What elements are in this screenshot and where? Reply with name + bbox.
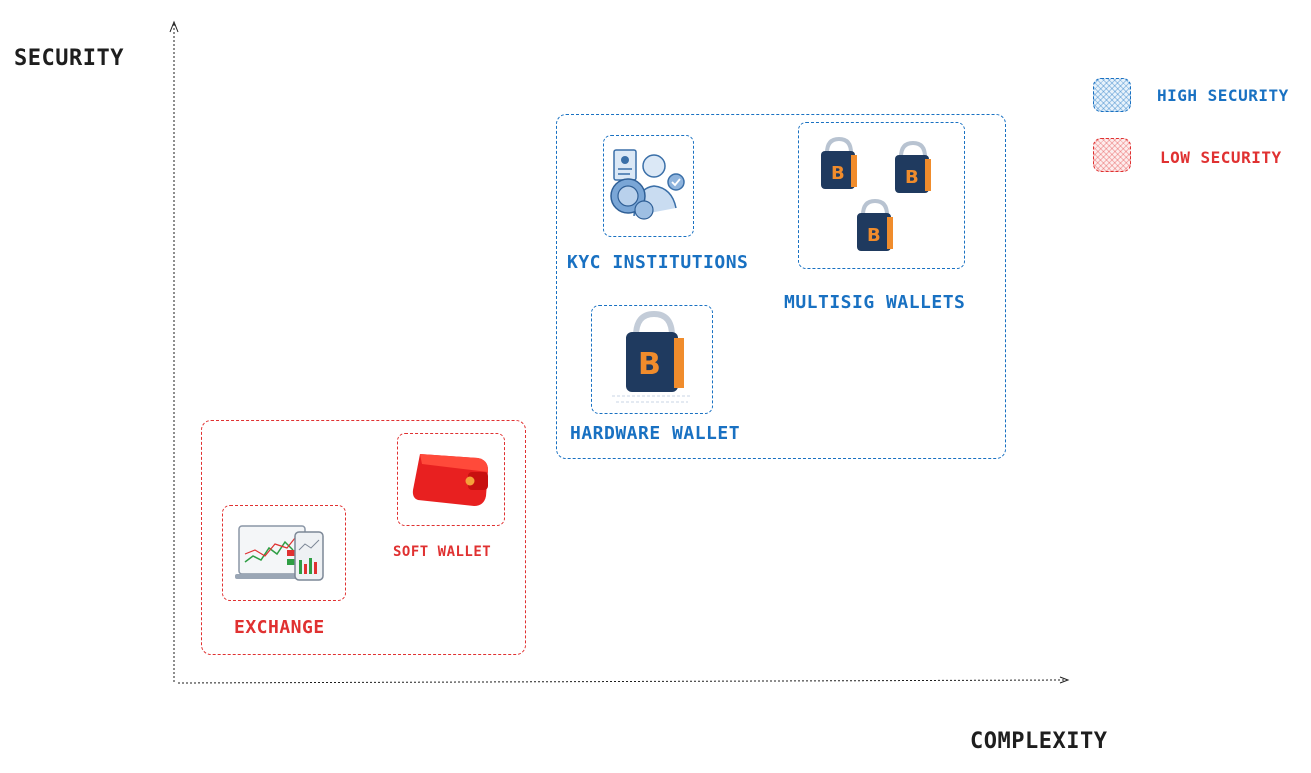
bitcoin-lock-icon: B xyxy=(612,310,692,403)
soft-wallet-label: SOFT WALLET xyxy=(393,544,492,560)
multisig-icon-box: B B B xyxy=(798,122,965,269)
svg-text:B: B xyxy=(867,225,881,246)
low-security-group xyxy=(201,420,526,655)
legend-swatch-high xyxy=(1093,78,1131,112)
x-axis xyxy=(177,679,1067,684)
svg-text:B: B xyxy=(638,347,661,382)
exchange-label: EXCHANGE xyxy=(234,617,325,638)
svg-text:B: B xyxy=(905,167,919,188)
red-wallet-icon xyxy=(412,454,488,506)
y-axis-arrow xyxy=(169,20,179,33)
trading-screens-icon xyxy=(235,525,324,581)
hardware-icon-box: B xyxy=(591,305,713,414)
exchange-icon-box xyxy=(222,505,346,601)
x-axis-label: COMPLEXITY xyxy=(970,729,1108,754)
multisig-wallets-label: MULTISIG WALLETS xyxy=(784,292,966,313)
high-security-group xyxy=(556,114,1006,459)
kyc-institutions-label: KYC INSTITUTIONS xyxy=(567,252,749,273)
y-axis-label: SECURITY xyxy=(14,46,124,71)
soft-wallet-icon-box xyxy=(397,433,505,526)
kyc-icon-box xyxy=(603,135,694,237)
multi-bitcoin-lock-icon: B B B xyxy=(821,136,931,251)
kyc-person-icon xyxy=(610,149,685,220)
hardware-wallet-label: HARDWARE WALLET xyxy=(570,423,741,444)
x-axis-arrow xyxy=(1059,676,1070,684)
legend-label-low: LOW SECURITY xyxy=(1160,148,1282,167)
svg-text:B: B xyxy=(831,163,845,184)
legend-label-high: HIGH SECURITY xyxy=(1157,86,1289,105)
legend-swatch-low xyxy=(1093,138,1131,172)
